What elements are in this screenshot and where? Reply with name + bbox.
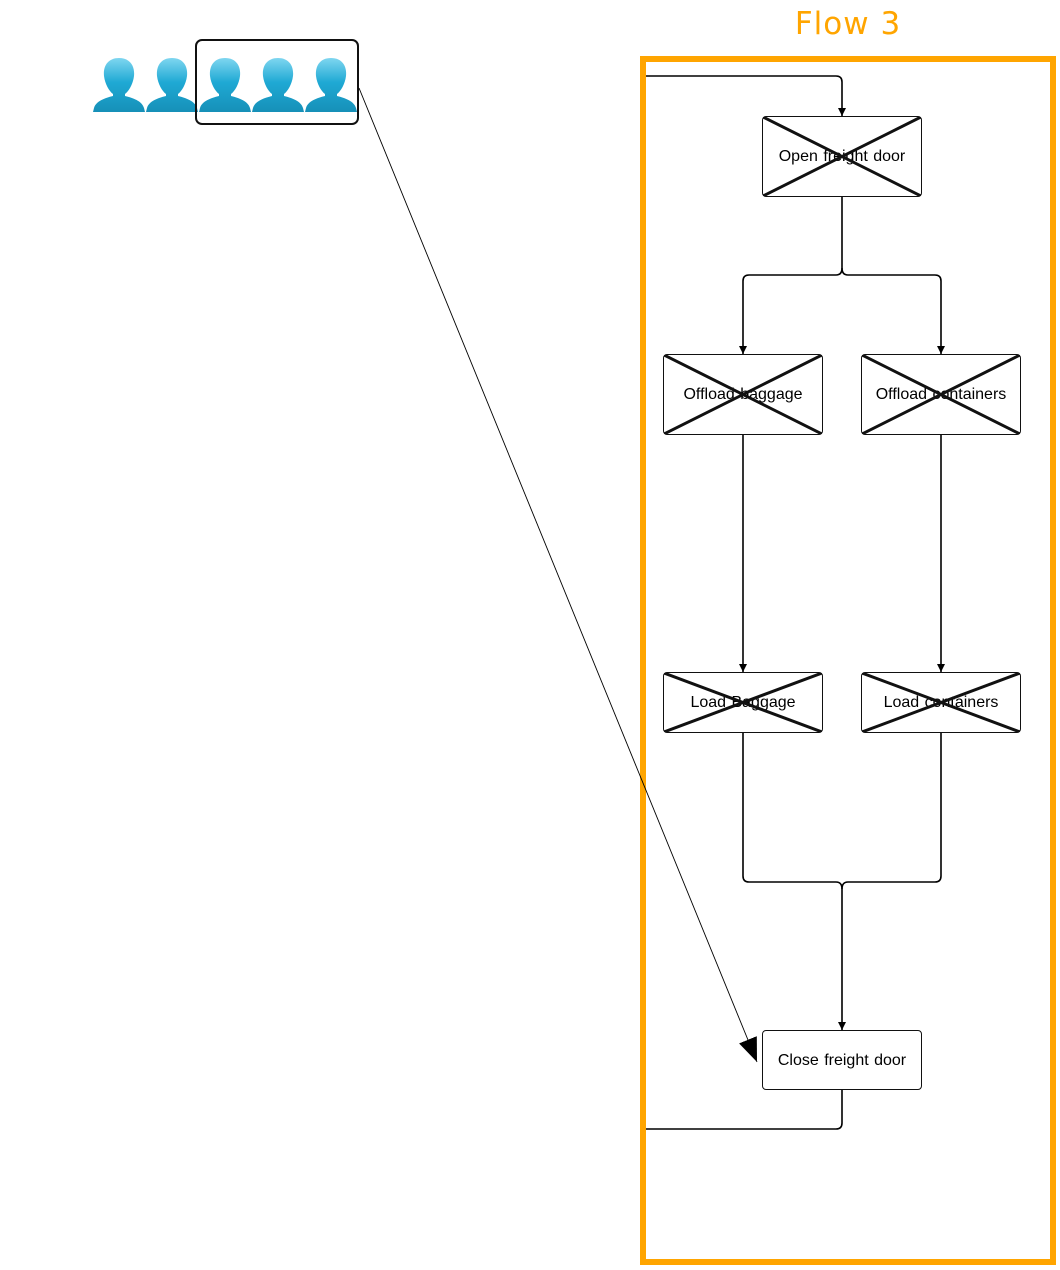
crossed-out-icon [664,673,822,732]
node-load-baggage[interactable]: Load Baggage [663,672,823,733]
crossed-out-icon [862,355,1020,434]
node-close-freight-door[interactable]: Close freight door [762,1030,922,1090]
node-close-freight-door-label: Close freight door [777,1051,907,1069]
crossed-out-icon [862,673,1020,732]
edge-people-to-close-freight-door [358,87,758,1063]
crossed-out-icon [664,355,822,434]
flow-title: Flow 3 [794,6,902,42]
flow-frame[interactable] [640,56,1056,1265]
node-offload-containers[interactable]: Offload containers [861,354,1021,435]
node-offload-baggage[interactable]: Offload baggage [663,354,823,435]
people-selection-group[interactable] [195,39,359,125]
edge-load-containers-merge [841,733,942,890]
person-icon[interactable] [250,56,306,114]
node-open-freight-door[interactable]: Open freight door [762,116,922,197]
edge-close-door-to-exit [646,1090,843,1130]
edge-load-baggage-merge [742,733,846,1030]
person-icon[interactable] [144,56,200,114]
person-icon[interactable] [197,56,253,114]
person-icon[interactable] [91,56,147,114]
person-icon[interactable] [303,56,359,114]
edge-entry-to-open-freight-door [646,75,846,116]
edge-open-door-split-right [841,267,945,354]
node-load-containers[interactable]: Load containers [861,672,1021,733]
edge-open-door-split [739,197,843,354]
crossed-out-icon [763,117,921,196]
